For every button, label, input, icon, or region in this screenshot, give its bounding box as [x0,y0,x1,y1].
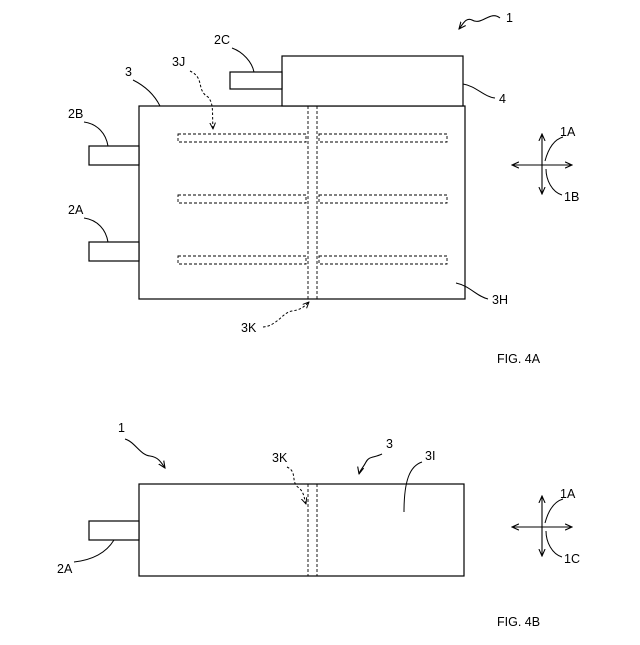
fig-4b: 1 3K 3 3I 2A 1A 1C FIG. 4B [57,421,580,629]
leader-1b [546,169,562,195]
label-dir-1c-b: 1C [564,552,580,566]
label-body: 3 [125,65,132,79]
label-device-b: 1 [118,421,125,435]
label-device: 1 [506,11,513,25]
direction-indicator-b: 1A 1C [512,487,580,566]
label-dir-1b: 1B [564,190,579,204]
label-dir-1a-b: 1A [560,487,576,501]
direction-indicator-a: 1A 1B [512,125,579,204]
leader-1a-b [545,499,563,523]
label-side-b: 3I [425,449,435,463]
terminal-2a-side [89,521,139,540]
label-surface: 3H [492,293,508,307]
leader-3-b [359,454,382,474]
label-cover: 4 [499,92,506,106]
leader-3k [263,302,309,327]
device-arrow [459,16,500,29]
terminal-2c [230,72,282,89]
label-slit: 3J [172,55,185,69]
device-arrow-b [125,439,165,468]
label-terminal-a-b: 2A [57,562,73,576]
leader-4 [463,84,495,98]
terminal-2b [89,146,139,165]
cover-block [282,56,463,106]
terminal-2a [89,242,139,261]
cell-body-side [139,484,464,576]
label-terminal-b: 2B [68,107,83,121]
cell-body [139,106,465,299]
label-terminal-c: 2C [214,33,230,47]
leader-2a-b [74,540,114,562]
label-dir-1a: 1A [560,125,576,139]
label-body-b: 3 [386,437,393,451]
label-terminal-a: 2A [68,203,84,217]
label-seam: 3K [241,321,257,335]
fig-4a: 1 2C 3 3J 4 2B 2A 3H 3K 1A [68,11,579,366]
label-seam-b: 3K [272,451,288,465]
leader-1c-b [546,531,562,557]
caption-fig-4a: FIG. 4A [497,352,541,366]
leader-3 [133,80,160,106]
leader-1a [545,137,563,161]
leader-2a [84,218,108,242]
leader-2b [84,122,108,146]
leader-2c [232,48,254,72]
caption-fig-4b: FIG. 4B [497,615,540,629]
